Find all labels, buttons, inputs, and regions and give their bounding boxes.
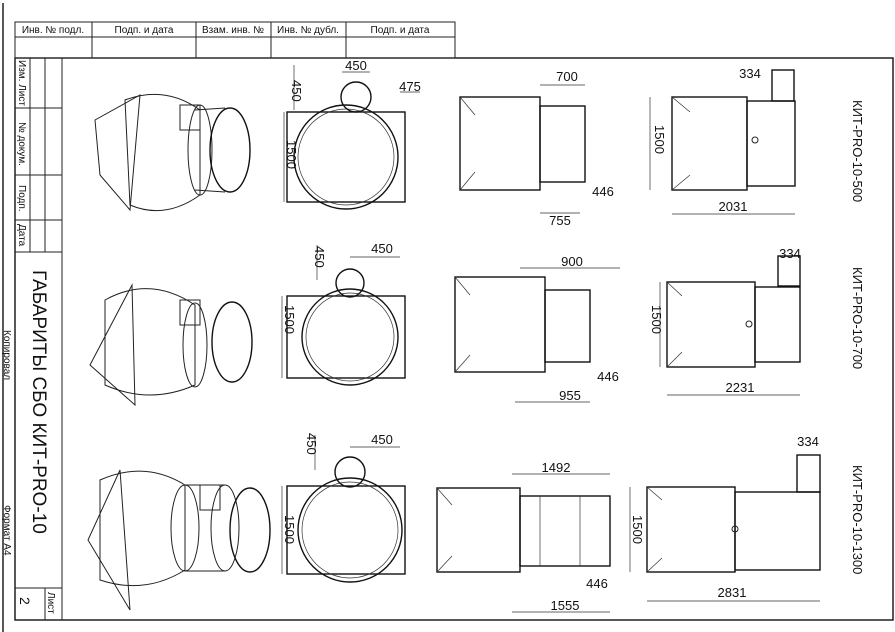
- row-1300: 450 450 1500 1492 446 1555 334 1500 2831…: [87, 432, 865, 613]
- format-label: Формат А4: [1, 505, 12, 556]
- sign-label: Подп.: [16, 185, 27, 212]
- top-view: 334 1500 2231: [649, 246, 801, 396]
- top-view: 334 1500 2831: [629, 434, 821, 602]
- date-label: Дата: [16, 224, 27, 247]
- sheet-label: Лист: [45, 592, 56, 614]
- dim-height: 1500: [284, 140, 299, 169]
- dim-side-length: 700: [556, 69, 578, 84]
- model-label: КИТ-PRO-10-700: [850, 267, 865, 369]
- dim-top-width: 334: [739, 66, 761, 81]
- dim-side-total: 955: [559, 388, 581, 403]
- title-block: Изм. Лист № докум. Подп. Дата ГАБАРИТЫ С…: [1, 58, 63, 620]
- dim-front-width: 450: [371, 432, 393, 447]
- side-view: 1492 446 1555: [436, 460, 611, 613]
- dim-front-offset: 475: [399, 79, 421, 94]
- dim-front-width: 450: [345, 58, 367, 73]
- header-cell: Инв. № дубл.: [277, 24, 339, 36]
- copied-label: Копировал: [1, 330, 12, 380]
- front-view: 450 450 1500: [281, 241, 406, 386]
- dim-top-height: 1500: [630, 515, 645, 544]
- dim-front-width: 450: [371, 241, 393, 256]
- dim-side-total: 755: [549, 213, 571, 228]
- dim-front-height: 450: [304, 433, 319, 455]
- dim-side-length: 1492: [542, 460, 571, 475]
- side-view: 900 446 955: [454, 254, 620, 403]
- model-label: КИТ-PRO-10-500: [850, 100, 865, 202]
- header-cell: Подп. и дата: [115, 25, 174, 36]
- dim-top-width: 334: [797, 434, 819, 449]
- dim-side-small: 446: [586, 576, 608, 591]
- sheet-number: 2: [17, 597, 33, 605]
- dim-side-total: 1555: [551, 598, 580, 613]
- dim-side-small: 446: [592, 184, 614, 199]
- doc-label: № докум.: [16, 122, 27, 166]
- front-view: 450 450 1500: [281, 432, 406, 583]
- isometric-view: [87, 469, 271, 611]
- top-view: 334 1500 2031: [649, 66, 796, 215]
- drawing-frame: [14, 57, 894, 621]
- dim-top-height: 1500: [649, 305, 664, 334]
- dim-total-length: 2831: [718, 585, 747, 600]
- header-stamp: Инв. № подл. Подп. и дата Взам. инв. № И…: [14, 21, 456, 59]
- header-cell: Инв. № подл.: [22, 25, 84, 36]
- dim-top-height: 1500: [652, 125, 667, 154]
- row-500: 450 475 450 1500 700 446 755 334 1500 20…: [94, 58, 865, 228]
- row-700: 450 450 1500 900 446 955 334 1500 2231 К…: [89, 241, 865, 407]
- side-view: 700 446 755: [459, 69, 614, 228]
- dim-side-length: 900: [561, 254, 583, 269]
- dim-height: 1500: [282, 305, 297, 334]
- header-cell: Подп. и дата: [371, 25, 430, 36]
- isometric-view: [94, 93, 251, 212]
- dim-front-height: 450: [312, 246, 327, 268]
- dim-total-length: 2031: [719, 199, 748, 214]
- dim-height: 1500: [282, 515, 297, 544]
- dim-top-width: 334: [779, 246, 801, 261]
- dim-side-small: 446: [597, 369, 619, 384]
- front-view: 450 475 450 1500: [283, 58, 421, 210]
- drawing-title: ГАБАРИТЫ СБО КИТ-PRO-10: [28, 270, 49, 534]
- rev-label: Изм. Лист: [16, 60, 27, 106]
- isometric-view: [89, 283, 253, 407]
- dim-front-height: 450: [289, 80, 304, 102]
- header-cell: Взам. инв. №: [202, 25, 264, 36]
- model-label: КИТ-PRO-10-1300: [850, 465, 865, 574]
- dim-total-length: 2231: [726, 380, 755, 395]
